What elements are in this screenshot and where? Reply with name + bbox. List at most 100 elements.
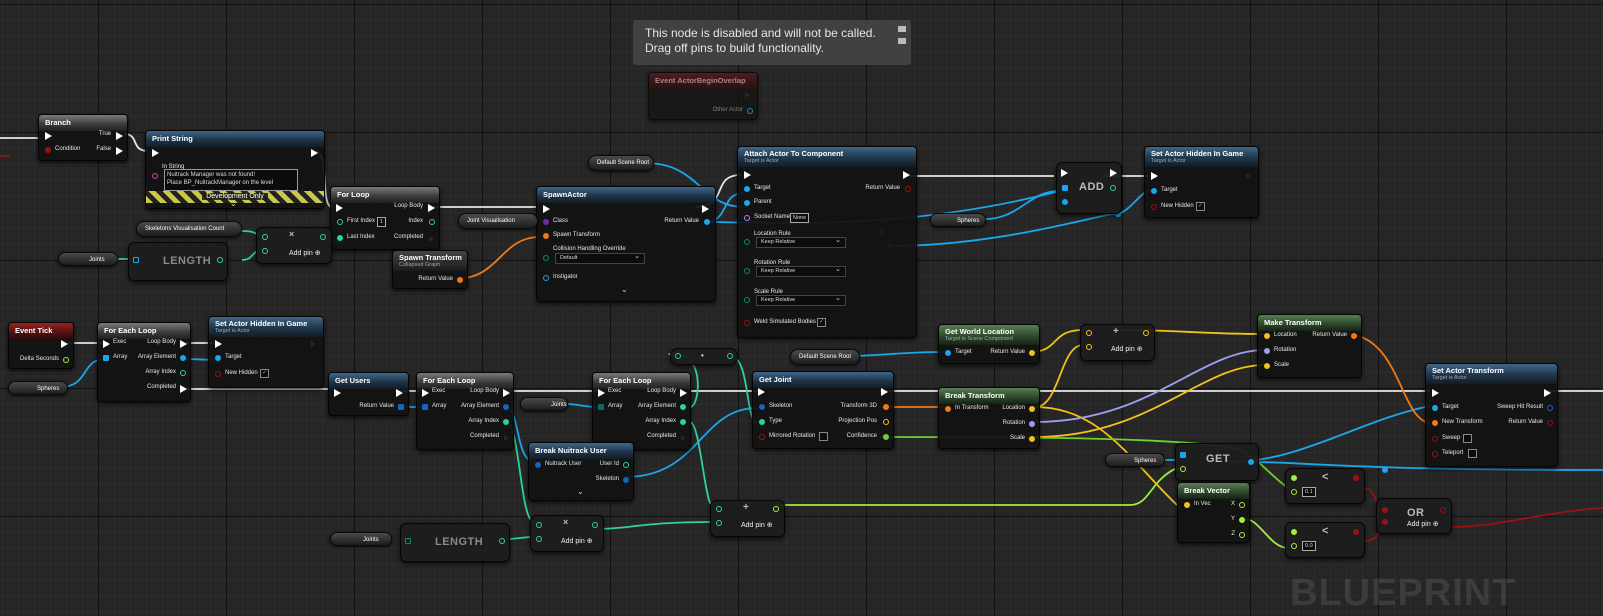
spheres-3-var[interactable]: Spheres: [1105, 453, 1165, 467]
joints-2-var[interactable]: Joints: [520, 397, 568, 411]
b-pin[interactable]: [536, 536, 542, 542]
array-pin[interactable]: [422, 404, 428, 410]
exec-in-pin[interactable]: [152, 149, 159, 157]
transform3d-pin[interactable]: [883, 404, 889, 410]
array-element-pin[interactable]: [503, 404, 509, 410]
socket-name-pin[interactable]: [744, 215, 750, 221]
last-index-pin[interactable]: [337, 235, 343, 241]
make-transform-node[interactable]: Make Transform Location Return Value Rot…: [1257, 314, 1362, 378]
default-scene-root-2-var[interactable]: Default Scene Root: [790, 349, 860, 365]
exec-in-pin[interactable]: [1151, 172, 1158, 180]
b-pin[interactable]: [262, 248, 268, 254]
for-loop-node[interactable]: For Loop Loop Body First Index 1 Index L…: [330, 186, 440, 250]
a-pin[interactable]: [262, 234, 268, 240]
first-index-field[interactable]: 1: [377, 217, 387, 227]
joints-1-var[interactable]: Joints: [58, 252, 118, 266]
z-pin[interactable]: [1239, 532, 1245, 538]
skeletons-count-var[interactable]: Skeletons Visualisation Count: [136, 221, 242, 237]
socket-name-field[interactable]: None: [790, 213, 810, 223]
b-pin[interactable]: [1086, 344, 1092, 350]
scale-pin[interactable]: [1029, 436, 1035, 442]
a-pin[interactable]: [1382, 507, 1388, 513]
exec-in-pin[interactable]: [1432, 389, 1439, 397]
event-tick-node[interactable]: Event Tick Delta Seconds: [8, 322, 74, 369]
index-pin[interactable]: [429, 219, 435, 225]
rotation-rule-pin[interactable]: [744, 268, 750, 274]
new-hidden-pin[interactable]: [215, 371, 221, 377]
scale-pin[interactable]: [1264, 363, 1270, 369]
type-pin[interactable]: [759, 419, 765, 425]
exec-out-pin[interactable]: [744, 91, 751, 99]
spheres-2-var[interactable]: Spheres: [8, 381, 68, 395]
b-pin[interactable]: [1291, 543, 1297, 549]
b-pin[interactable]: [716, 520, 722, 526]
parent-pin[interactable]: [744, 200, 750, 206]
x-pin[interactable]: [1239, 502, 1245, 508]
target-pin[interactable]: [1432, 405, 1438, 411]
joints-3-var[interactable]: Joints: [330, 532, 392, 546]
exec-in-pin[interactable]: [215, 340, 222, 348]
delta-seconds-pin[interactable]: [63, 357, 69, 363]
location-pin[interactable]: [1264, 333, 1270, 339]
dot-node[interactable]: •: [670, 348, 738, 365]
result-pin[interactable]: [1440, 507, 1446, 513]
target-array-pin[interactable]: [1062, 185, 1068, 191]
array-element-pin[interactable]: [180, 355, 186, 361]
add-pin-button[interactable]: Add pin ⊕: [561, 538, 593, 545]
pin-icon[interactable]: [898, 26, 906, 32]
new-transform-pin[interactable]: [1432, 420, 1438, 426]
branch-node[interactable]: Branch True Condition False: [38, 114, 128, 161]
teleport-checkbox[interactable]: [1468, 449, 1477, 458]
a-pin[interactable]: [716, 506, 722, 512]
exec-in-pin[interactable]: [336, 204, 343, 212]
output-pin[interactable]: [1248, 459, 1254, 465]
new-hidden-checkbox[interactable]: ✓: [1196, 202, 1205, 211]
event-actor-begin-overlap-node[interactable]: Event ActorBeginOverlap Other Actor: [648, 72, 758, 120]
return-value-pin[interactable]: [1547, 420, 1553, 426]
in-string-pin[interactable]: [152, 173, 158, 179]
print-string-node[interactable]: Print String In String Nuitrack Manager …: [145, 130, 325, 209]
target-pin[interactable]: [744, 186, 750, 192]
add-pin-button[interactable]: Add pin ⊕: [1407, 521, 1439, 528]
comment-icon[interactable]: [898, 38, 906, 44]
exec-in-pin[interactable]: [758, 388, 765, 396]
result-pin[interactable]: [1353, 475, 1359, 481]
mirrored-checkbox[interactable]: [819, 432, 828, 441]
b-pin[interactable]: [727, 353, 733, 359]
location-pin[interactable]: [1029, 406, 1035, 412]
less-than-2-node[interactable]: 0.0 <: [1285, 522, 1365, 558]
loop-body-pin[interactable]: [180, 340, 187, 348]
add-2-node[interactable]: + Add pin ⊕: [1080, 324, 1155, 361]
expand-chevron-icon[interactable]: ⌄: [577, 487, 584, 496]
rotation-rule-dropdown[interactable]: Keep Relative: [756, 265, 846, 277]
completed-pin[interactable]: [503, 434, 510, 442]
sweep-pin[interactable]: [1432, 436, 1438, 442]
target-array-pin[interactable]: [405, 538, 411, 544]
result-pin[interactable]: [1353, 529, 1359, 535]
array-element-pin[interactable]: [680, 404, 686, 410]
length-out-pin[interactable]: [499, 538, 505, 544]
target-array-pin[interactable]: [133, 257, 139, 263]
add-pin-button[interactable]: Add pin ⊕: [1111, 346, 1143, 353]
sweep-hit-pin[interactable]: [1547, 405, 1553, 411]
for-each-loop-3-node[interactable]: For Each Loop Exec Loop Body Array Array…: [592, 372, 691, 450]
b-value-field[interactable]: 0.1: [1302, 487, 1316, 497]
in-string-field[interactable]: Nuitrack Manager was not found! Place BP…: [164, 169, 298, 191]
in-transform-pin[interactable]: [945, 406, 951, 412]
location-rule-dropdown[interactable]: Keep Relative: [756, 236, 846, 248]
first-index-pin[interactable]: [337, 219, 343, 225]
return-value-pin[interactable]: [457, 277, 463, 283]
b-pin[interactable]: [1291, 489, 1297, 495]
exec-out-pin[interactable]: [1245, 172, 1252, 180]
a-pin[interactable]: [1291, 475, 1297, 481]
break-vector-node[interactable]: Break Vector In Vec X Y Z: [1177, 482, 1250, 543]
default-scene-root-1-var[interactable]: Default Scene Root: [588, 155, 654, 171]
weld-checkbox[interactable]: ✓: [817, 318, 826, 327]
spheres-1-var[interactable]: Spheres: [930, 213, 986, 227]
condition-pin[interactable]: [45, 147, 51, 153]
collision-pin[interactable]: [543, 255, 549, 261]
length-out-pin[interactable]: [217, 257, 223, 263]
skeleton-pin[interactable]: [623, 477, 629, 483]
